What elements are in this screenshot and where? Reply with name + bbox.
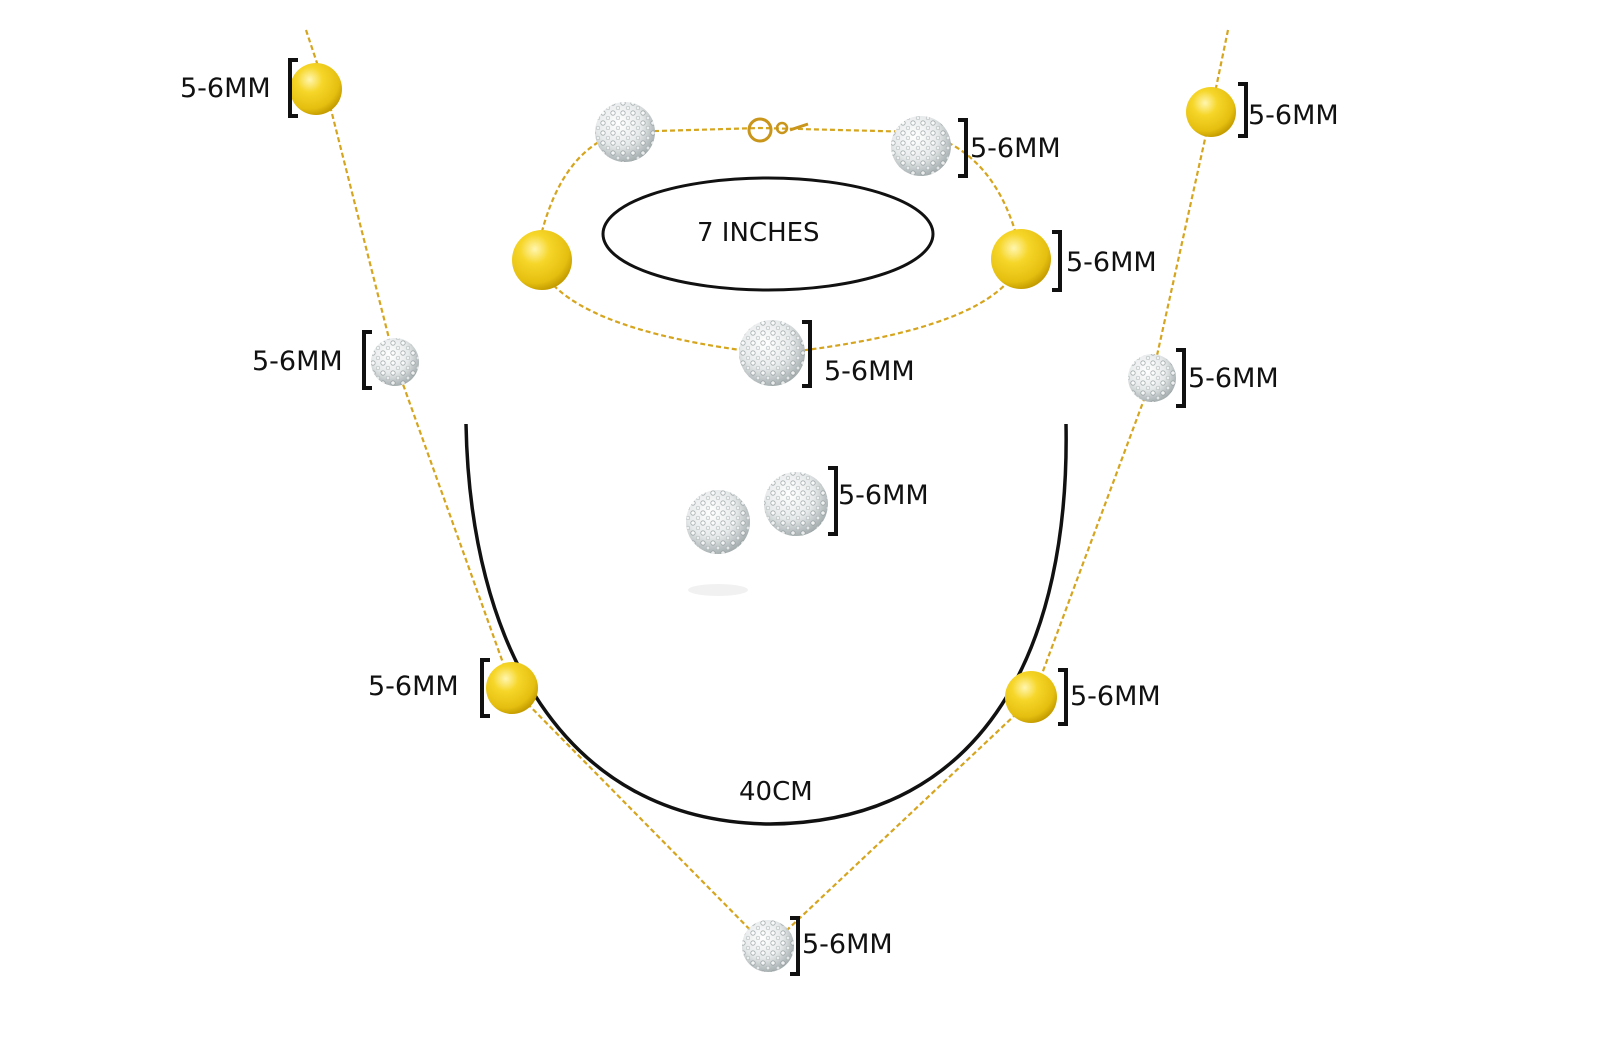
size-label: 5-6MM — [1066, 247, 1157, 278]
bracket-4 — [1052, 230, 1062, 292]
crystal-necklace-left — [371, 338, 419, 386]
bracket-8 — [828, 466, 838, 536]
size-label: 5-6MM — [368, 671, 459, 702]
size-label: 5-6MM — [1248, 100, 1339, 131]
bracket-3 — [958, 118, 968, 178]
bracelet-length-ellipse — [601, 176, 935, 292]
size-label: 5-6MM — [1188, 363, 1279, 394]
necklace-length-arc — [464, 423, 1068, 826]
bracket-7 — [1176, 348, 1186, 408]
pearl-necklace-lower-right — [1005, 671, 1057, 723]
bracket-11 — [790, 916, 800, 976]
necklace-chain — [304, 29, 1230, 950]
crystal-necklace-right — [1128, 354, 1176, 402]
necklace-length-label: 40CM — [739, 777, 813, 807]
pearl-bracelet-left — [512, 230, 572, 290]
bracket-1 — [288, 58, 298, 118]
crystal-bracelet-bottom — [739, 320, 805, 386]
crystal-bracelet-top-left — [595, 102, 655, 162]
bracket-9 — [480, 658, 490, 718]
bracket-6 — [802, 320, 812, 388]
crystal-bracelet-top-right — [891, 116, 951, 176]
bracket-10 — [1058, 668, 1068, 726]
bracket-5 — [362, 330, 372, 390]
size-label: 5-6MM — [252, 346, 343, 377]
size-label: 5-6MM — [824, 356, 915, 387]
size-label: 5-6MM — [180, 73, 271, 104]
bracelet-length-label: 7 INCHES — [697, 218, 820, 248]
pearl-necklace-top-right — [1186, 87, 1236, 137]
pearl-bracelet-right — [991, 229, 1051, 289]
earring-right — [764, 472, 828, 536]
pearl-necklace-top-left — [290, 63, 342, 115]
size-label: 5-6MM — [1070, 681, 1161, 712]
pearl-necklace-lower-left — [486, 662, 538, 714]
earring-left — [686, 490, 750, 596]
size-label: 5-6MM — [970, 133, 1061, 164]
clasp-icon — [747, 117, 809, 143]
crystal-necklace-bottom — [742, 920, 794, 972]
bracket-2 — [1238, 82, 1248, 138]
size-label: 5-6MM — [802, 929, 893, 960]
size-label: 5-6MM — [838, 480, 929, 511]
